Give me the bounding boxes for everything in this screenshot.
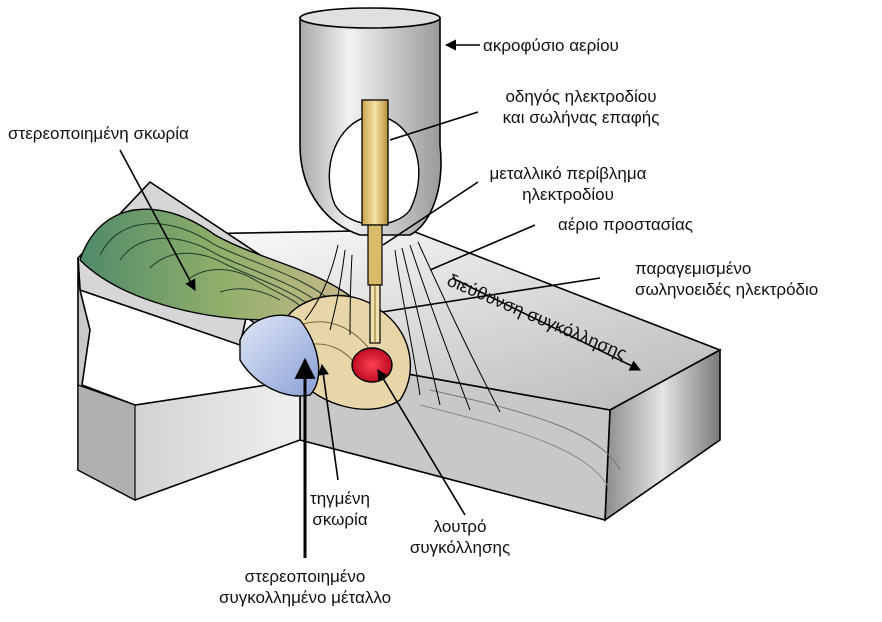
contact-tube	[361, 99, 389, 226]
label-electrode-guide-line2: και σωλήνας επαφής	[502, 108, 660, 127]
label-weld-pool-line1: λουτρό	[433, 517, 487, 536]
label-flux-cored-electrode: παραγεμισμένο σωληνοειδές ηλεκτρόδιο	[635, 258, 818, 300]
label-solidified-slag: στερεοποιημένη σκωρία	[8, 124, 189, 143]
label-molten-slag-line2: σκωρία	[312, 510, 368, 529]
metal-sheath-electrode	[367, 224, 383, 286]
label-weld-pool: λουτρό συγκόλλησης	[395, 516, 525, 558]
label-metal-sheath: μεταλλικό περίβλημα ηλεκτροδίου	[468, 163, 668, 205]
flux-cored-electrode	[369, 284, 381, 344]
label-metal-sheath-line2: ηλεκτροδίου	[522, 185, 614, 204]
label-metal-sheath-line1: μεταλλικό περίβλημα	[489, 164, 647, 183]
label-flux-cored-line1: παραγεμισμένο	[635, 259, 752, 278]
label-flux-cored-line2: σωληνοειδές ηλεκτρόδιο	[635, 280, 819, 299]
label-gas-nozzle: ακροφύσιο αερίου	[483, 36, 619, 55]
shielding-gas-lines	[304, 241, 501, 413]
label-solidified-weld-metal: στερεοποιημένο συγκολλημένο μέταλλο	[190, 566, 420, 608]
label-molten-slag: τηγμένη σκωρία	[300, 488, 380, 530]
label-electrode-guide-line1: οδηγός ηλεκτροδίου	[505, 87, 657, 106]
pointer-lines	[119, 39, 642, 558]
label-solidified-metal-line1: στερεοποιημένο	[244, 567, 366, 586]
label-weld-pool-line2: συγκόλλησης	[409, 538, 511, 557]
label-solidified-metal-line2: συγκολλημένο μέταλλο	[218, 588, 392, 607]
label-electrode-guide: οδηγός ηλεκτροδίου και σωλήνας επαφής	[476, 86, 686, 128]
solidified-slag-bead	[79, 208, 357, 323]
label-molten-slag-line1: τηγμένη	[310, 489, 370, 508]
label-shielding-gas: αέριο προστασίας	[558, 215, 693, 234]
weld-pool	[351, 347, 393, 383]
